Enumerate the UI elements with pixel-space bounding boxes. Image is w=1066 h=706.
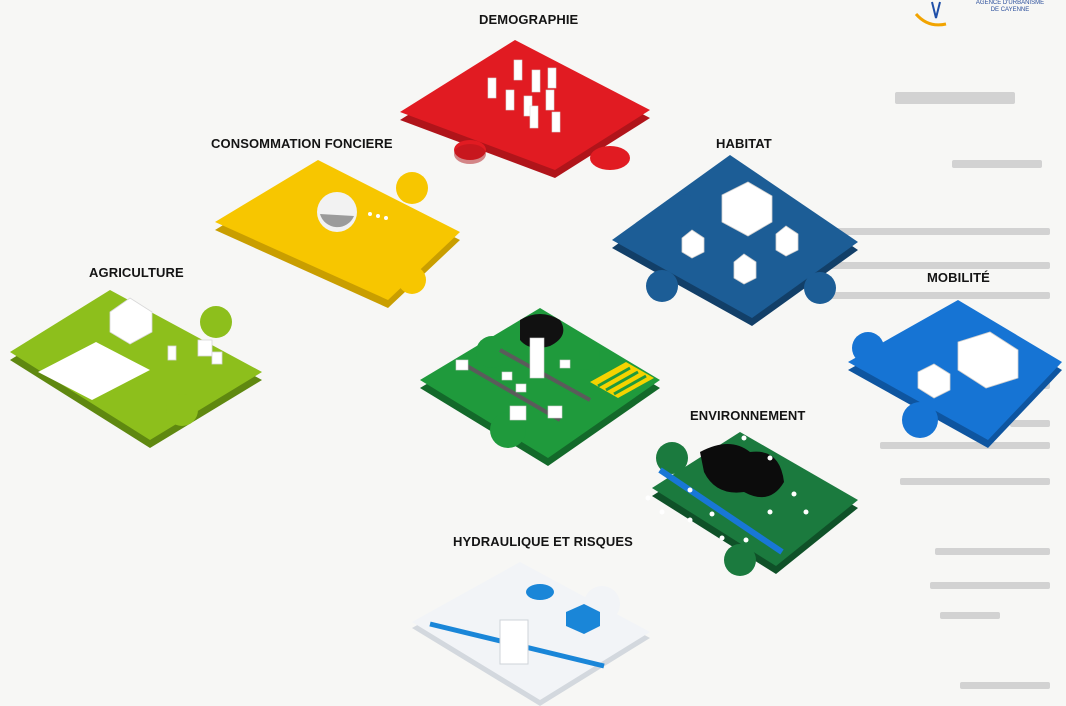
puzzle-piece-hydraulique bbox=[412, 562, 650, 706]
background-ghost-text bbox=[810, 92, 1050, 689]
label-environnement: ENVIRONNEMENT bbox=[690, 408, 806, 423]
label-habitat: HABITAT bbox=[716, 136, 772, 151]
puzzle-piece-environnement bbox=[645, 432, 858, 576]
puzzle-piece-mobilite bbox=[848, 300, 1062, 448]
puzzle-piece-demographie bbox=[400, 40, 650, 178]
agency-logo-text: AGENCE D'URBANISME DE CAYENNE bbox=[974, 0, 1046, 14]
agency-logo-icon bbox=[914, 1, 947, 27]
logo-line-1: AGENCE D'URBANISME bbox=[975, 0, 1045, 6]
puzzle-piece-habitat bbox=[612, 155, 858, 326]
puzzle-piece-agriculture bbox=[10, 290, 262, 448]
label-mobilite: MOBILITÉ bbox=[927, 270, 990, 285]
label-consommation-fonciere: CONSOMMATION FONCIERE bbox=[211, 136, 393, 151]
label-hydraulique-et-risques: HYDRAULIQUE ET RISQUES bbox=[453, 534, 633, 549]
label-agriculture: AGRICULTURE bbox=[89, 265, 184, 280]
label-demographie: DEMOGRAPHIE bbox=[479, 12, 579, 27]
puzzle-piece-centre bbox=[420, 308, 660, 466]
logo-line-2: DE CAYENNE bbox=[990, 7, 1030, 13]
agency-logo: AGENCE D'URBANISME DE CAYENNE bbox=[912, 0, 1062, 28]
puzzle-piece-consommation-fonciere bbox=[215, 160, 460, 308]
